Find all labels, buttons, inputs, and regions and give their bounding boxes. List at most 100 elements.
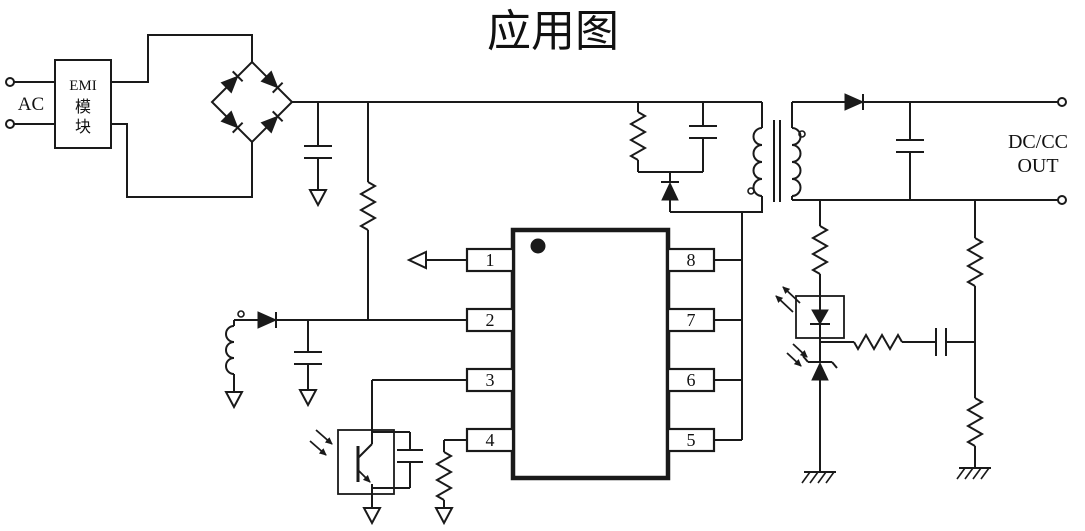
ground-arrow bbox=[362, 507, 382, 526]
secondary-winding bbox=[791, 127, 802, 197]
pin-label-6: 6 bbox=[687, 370, 696, 390]
aux-diode bbox=[257, 311, 278, 329]
out-terminal-minus bbox=[1057, 195, 1067, 205]
emi-label-1: EMI bbox=[69, 78, 97, 94]
rcd-clamp bbox=[628, 102, 763, 213]
compensation-cap-plates bbox=[935, 328, 947, 356]
transistor-emitter bbox=[357, 469, 371, 483]
output-rectifier bbox=[792, 93, 1058, 111]
drain-bus bbox=[714, 212, 743, 441]
light-arrow-out bbox=[782, 286, 801, 304]
bridge-outline bbox=[210, 60, 294, 144]
snubber-capacitor bbox=[689, 125, 717, 139]
pin1-arrow bbox=[406, 250, 467, 270]
diagram-title: 应用图 bbox=[487, 7, 619, 56]
ac-label: AC bbox=[18, 94, 44, 115]
wire bbox=[111, 34, 253, 83]
diode-bar bbox=[232, 70, 244, 82]
primary-phase-dot bbox=[747, 187, 755, 195]
diode-triangle bbox=[260, 115, 279, 134]
output-label-1: DC/CC bbox=[1008, 131, 1068, 153]
bridge-diode bbox=[260, 110, 284, 134]
clamp-diode bbox=[661, 181, 679, 201]
emi-label-3: 块 bbox=[75, 118, 91, 136]
primary-winding bbox=[752, 127, 763, 197]
regulator-arrow bbox=[792, 343, 808, 358]
emi-box bbox=[54, 59, 112, 149]
output-terminals: DC/CC OUT bbox=[792, 97, 1068, 205]
wire bbox=[670, 196, 763, 213]
winding-phase-dot bbox=[237, 310, 245, 318]
feedback-opto bbox=[309, 379, 467, 526]
ic-pin-7 bbox=[666, 307, 716, 333]
compensation-capacitor bbox=[397, 449, 423, 463]
light-arrow-out bbox=[775, 295, 794, 313]
ground-arrow bbox=[308, 189, 328, 208]
out-terminal-plus bbox=[1057, 97, 1067, 107]
output-label-2: OUT bbox=[1017, 155, 1058, 177]
ground-arrow bbox=[224, 391, 244, 410]
earth-hatch bbox=[956, 467, 990, 480]
secondary-phase-dot bbox=[798, 130, 806, 138]
startup-resistor bbox=[358, 102, 378, 320]
light-arrow-in bbox=[309, 440, 327, 456]
snubber-resistor bbox=[628, 111, 648, 161]
controller-ic: 1 2 3 4 8 7 6 5 bbox=[465, 227, 716, 481]
ac-input: AC bbox=[5, 77, 55, 129]
emi-filter-block: EMI 模 块 bbox=[54, 59, 112, 149]
diode-triangle bbox=[220, 110, 239, 129]
diode-bar bbox=[232, 122, 244, 134]
bridge-diode bbox=[220, 70, 244, 94]
input-wiring bbox=[111, 34, 253, 198]
vcc-capacitor bbox=[294, 351, 322, 365]
diode-bar bbox=[272, 110, 284, 122]
opto-transistor-box bbox=[337, 429, 395, 495]
compensation-resistor bbox=[853, 332, 903, 352]
diode-bar bbox=[272, 82, 284, 94]
diode-triangle bbox=[220, 75, 239, 94]
opto-led bbox=[811, 309, 829, 326]
aux-winding bbox=[225, 325, 235, 375]
earth-ground bbox=[956, 467, 991, 480]
regulator-arrow bbox=[786, 352, 802, 367]
compensation-network bbox=[820, 328, 975, 356]
ic-pin-5 bbox=[666, 427, 716, 453]
bridge-diode bbox=[220, 110, 244, 134]
wire bbox=[111, 123, 253, 198]
output-capacitor bbox=[896, 102, 924, 200]
cs-resistor bbox=[434, 451, 454, 501]
pin-label-4: 4 bbox=[486, 430, 495, 450]
pin-label-5: 5 bbox=[687, 430, 696, 450]
ic-body bbox=[510, 227, 671, 481]
diode-triangle bbox=[260, 70, 279, 89]
emi-label-2: 模 bbox=[75, 98, 91, 116]
bridge-rectifier bbox=[210, 60, 294, 144]
pin-label-7: 7 bbox=[687, 310, 696, 330]
flyback-transformer bbox=[747, 102, 806, 202]
led-series-resistor bbox=[810, 225, 830, 275]
pin-label-1: 1 bbox=[486, 250, 495, 270]
shunt-regulator bbox=[786, 343, 838, 484]
divider-resistor-upper bbox=[965, 237, 985, 287]
bridge-diode bbox=[260, 70, 284, 94]
vcc-network bbox=[224, 310, 467, 410]
resistor-zigzag bbox=[358, 181, 378, 231]
ic-pin-8 bbox=[666, 247, 716, 273]
capacitor-plates bbox=[304, 145, 332, 159]
ac-terminal-top bbox=[5, 77, 15, 87]
capacitor-plates bbox=[896, 139, 924, 153]
pin-label-2: 2 bbox=[486, 310, 495, 330]
light-arrow-in bbox=[315, 429, 333, 445]
pin-label-3: 3 bbox=[486, 370, 495, 390]
divider-resistor-lower bbox=[965, 397, 985, 447]
ground-arrow bbox=[434, 507, 454, 526]
pin-stubs bbox=[714, 259, 742, 441]
transformer-core bbox=[773, 120, 781, 202]
zener-triangle bbox=[811, 361, 829, 381]
ground-arrow bbox=[298, 389, 318, 408]
ic-pin-6 bbox=[666, 367, 716, 393]
transistor-collector bbox=[357, 443, 373, 459]
ac-terminal-bottom bbox=[5, 119, 15, 129]
